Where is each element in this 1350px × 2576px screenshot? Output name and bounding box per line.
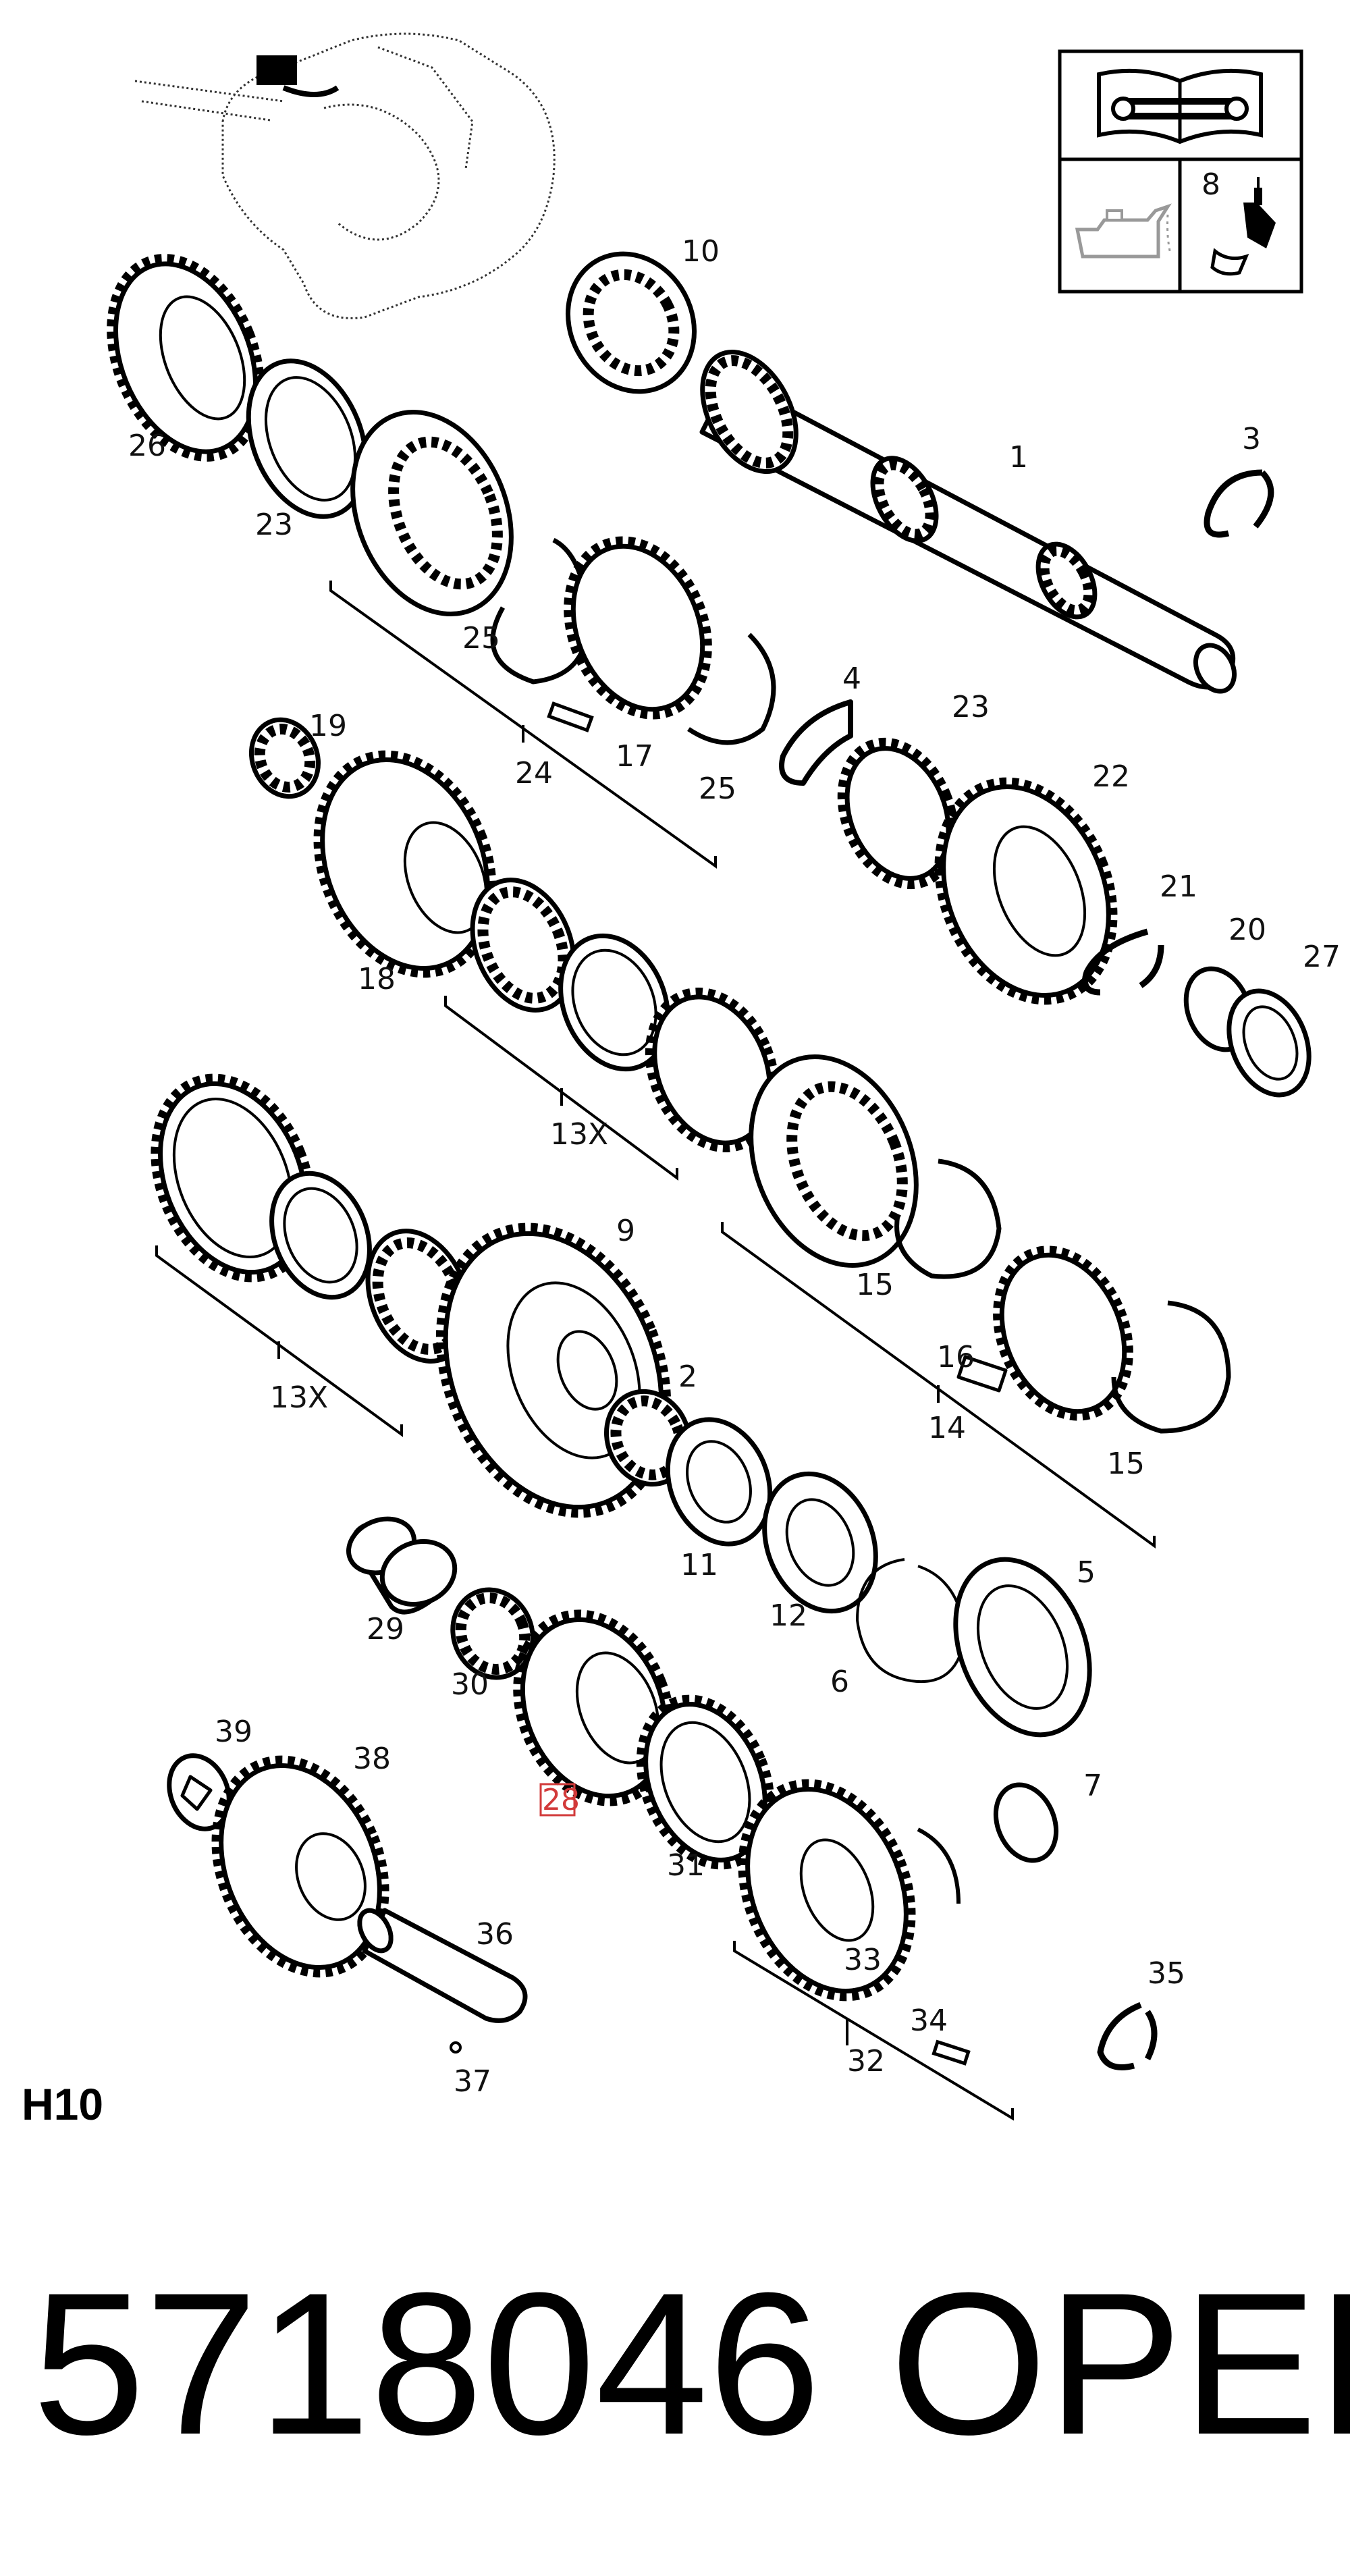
- callout-23-lower: 23: [952, 690, 990, 724]
- callout-13X-lower: 13X: [270, 1380, 328, 1415]
- callout-16: 16: [937, 1340, 975, 1374]
- callout-22: 22: [1092, 759, 1130, 794]
- callout-38: 38: [353, 1742, 391, 1776]
- callout-24: 24: [515, 756, 553, 790]
- callout-2: 2: [678, 1360, 697, 1394]
- callout-37: 37: [454, 2064, 491, 2099]
- gearbox-housing-outline: [134, 32, 556, 319]
- callout-34: 34: [910, 2004, 948, 2038]
- mainshaft: [699, 350, 1237, 694]
- callout-15-lower: 15: [1107, 1447, 1145, 1481]
- group-brackets: [155, 581, 1156, 2121]
- callout-39: 39: [215, 1715, 252, 1749]
- callout-26: 26: [128, 429, 166, 463]
- callout-18: 18: [358, 962, 396, 996]
- callout-8: 8: [1202, 167, 1220, 202]
- callout-3: 3: [1242, 422, 1261, 456]
- oil-can-icon: [1075, 203, 1172, 259]
- callout-27: 27: [1303, 940, 1341, 974]
- callout-12: 12: [770, 1599, 807, 1633]
- callout-29: 29: [367, 1612, 404, 1646]
- callout-20: 20: [1228, 913, 1266, 947]
- callout-13X-upper: 13X: [550, 1117, 608, 1152]
- gear-cluster-row-1: [107, 254, 1312, 1098]
- callout-36: 36: [476, 1917, 514, 1952]
- callout-31: 31: [667, 1848, 705, 1883]
- circlip: [1204, 469, 1274, 538]
- callout-14: 14: [928, 1411, 966, 1445]
- brand-name: OPEL: [890, 2250, 1350, 2477]
- callout-5: 5: [1077, 1555, 1096, 1590]
- callout-23-upper: 23: [255, 508, 293, 542]
- callout-10: 10: [682, 234, 720, 269]
- gear-cluster-row-5: [167, 1753, 1158, 2070]
- callout-32: 32: [847, 2044, 885, 2078]
- gear-cluster-row-4: [346, 1516, 1092, 1870]
- section-code: H10: [22, 2079, 103, 2129]
- service-legend-box: [1058, 49, 1303, 294]
- callout-25-lower: 25: [699, 772, 736, 806]
- gear-cluster-row-2: [248, 717, 1231, 1434]
- callout-28: 28: [542, 1783, 580, 1817]
- callout-30: 30: [451, 1667, 489, 1702]
- callout-4: 4: [842, 662, 861, 696]
- gear-cluster-row-3: [151, 1073, 878, 1614]
- part-number: 5718046: [32, 2250, 821, 2477]
- callout-6: 6: [830, 1665, 849, 1699]
- callout-9: 9: [616, 1214, 635, 1248]
- callout-33: 33: [844, 1943, 882, 1977]
- callout-35: 35: [1148, 1956, 1185, 1991]
- callout-labels: 1 2 3 4 5 6 7 8 9 10 11 12 13X 13X 14 15…: [128, 167, 1341, 2099]
- callout-17: 17: [616, 739, 653, 774]
- callout-7: 7: [1083, 1769, 1102, 1803]
- repair-manual-icon: [1097, 68, 1263, 144]
- callout-15-upper: 15: [856, 1268, 894, 1302]
- needle-bearing: [565, 251, 697, 394]
- callout-25-upper: 25: [462, 621, 500, 655]
- callout-19: 19: [309, 709, 347, 743]
- sealant-tube-icon: [1210, 177, 1276, 276]
- callout-11: 11: [680, 1548, 718, 1582]
- callout-28-highlight-box: [539, 1783, 576, 1817]
- callout-21: 21: [1160, 869, 1197, 904]
- callout-1: 1: [1009, 440, 1028, 475]
